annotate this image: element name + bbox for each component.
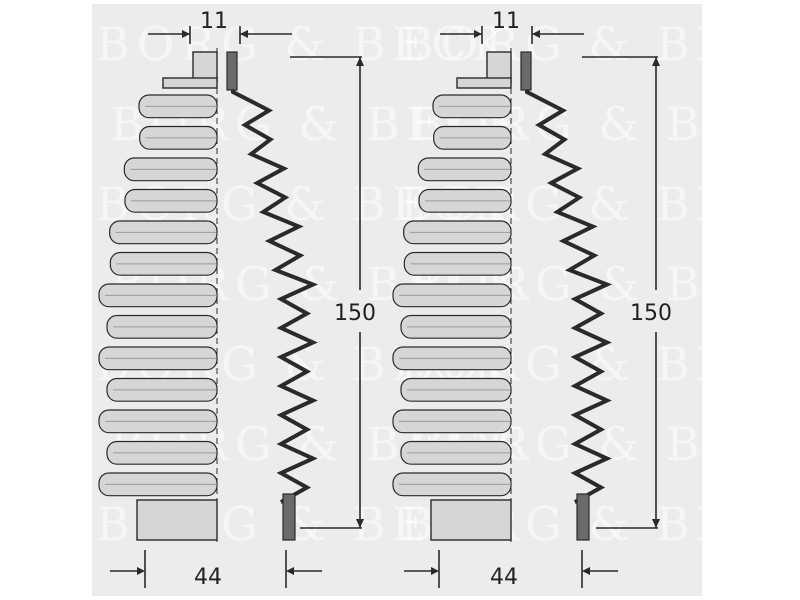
bottom-sleeve [136,499,218,541]
arrowhead [137,567,145,575]
arrowhead [582,567,590,575]
arrowhead [286,567,294,575]
arrowhead [182,30,190,38]
arrowhead [240,30,248,38]
dim-label-top-width: 11 [492,9,520,34]
boot-profile-wall [525,52,613,540]
collar-flange [162,77,218,89]
arrowhead [652,519,660,528]
arrowheads-left [137,30,364,575]
bottom-clamp [576,493,590,541]
arrowhead [532,30,540,38]
top-clamp [226,51,238,91]
watermark-text: BORG & BECK [96,17,513,71]
steering-boot-right [392,48,613,542]
dimensions-left [110,26,362,588]
top-clamp [520,51,532,91]
collar-flange [456,77,512,89]
boot-profile-wall [231,52,319,540]
arrowhead [652,57,660,66]
bottom-clamp [282,493,296,541]
top-collar [192,51,218,83]
dim-label-length: 150 [334,301,376,326]
watermark-text: BORG & BECK [400,17,800,71]
arrowhead [431,567,439,575]
dim-label-bottom-width: 44 [490,565,518,590]
bottom-sleeve [430,499,512,541]
dimensions-right [404,26,658,588]
arrowhead [474,30,482,38]
dim-label-bottom-width: 44 [194,565,222,590]
dim-label-length: 150 [630,301,672,326]
arrowheads-right [431,30,660,575]
arrowhead [356,57,364,66]
arrowhead [356,519,364,528]
top-collar [486,51,512,83]
steering-boot-left [98,48,319,542]
dim-label-top-width: 11 [200,9,228,34]
